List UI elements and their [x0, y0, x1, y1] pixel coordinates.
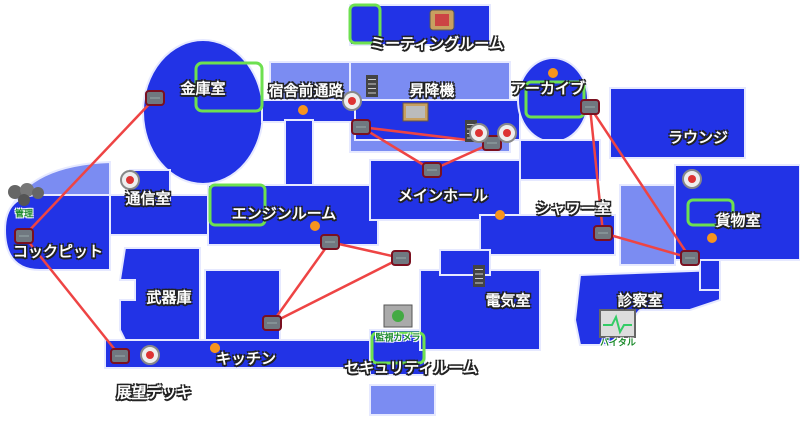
- showers-room: [479, 214, 616, 256]
- room-label-records: アーカイブ: [510, 79, 586, 98]
- armory-room: [118, 247, 201, 341]
- vent-icon[interactable]: [110, 348, 130, 364]
- vent-connection-line: [271, 256, 402, 325]
- security-lower-area: [369, 384, 436, 416]
- room-label-quarters: 宿舎前通路: [268, 81, 344, 100]
- vent-icon[interactable]: [422, 162, 442, 178]
- security-outline: [370, 331, 426, 365]
- room-label-elevator: 昇降機: [409, 81, 455, 100]
- room-label-cockpit: コックピット: [12, 242, 104, 261]
- vent-icon[interactable]: [580, 99, 600, 115]
- room-label-armory: 武器庫: [146, 288, 192, 307]
- task-dot: [548, 68, 558, 78]
- vent-connection-line: [588, 106, 605, 234]
- quarters-corridor: [284, 119, 314, 186]
- vent-connection-line: [329, 240, 402, 260]
- vent-connection-line: [431, 141, 493, 172]
- vent-connection-line: [602, 231, 691, 260]
- ladder-icon[interactable]: [473, 265, 485, 287]
- vent-icon[interactable]: [262, 315, 282, 331]
- task-dot: [310, 221, 320, 231]
- vent-connection-line: [23, 97, 156, 237]
- camera-console-icon[interactable]: [383, 304, 413, 328]
- task-dot: [210, 343, 220, 353]
- main-hall: [369, 159, 521, 221]
- room-label-viewing-deck: 展望デッキ: [116, 383, 192, 402]
- reactor-sabotage-icon[interactable]: [469, 123, 489, 143]
- meeting-outline: [348, 3, 382, 45]
- vent-icon[interactable]: [391, 250, 411, 266]
- admin-console-icon[interactable]: [8, 183, 44, 206]
- vent-icon[interactable]: [351, 119, 371, 135]
- room-label-medical: 診察室: [617, 291, 663, 310]
- quarters-upper-area: [269, 61, 351, 103]
- vault-outline: [194, 61, 264, 113]
- room-label-vault: 金庫室: [180, 79, 226, 98]
- vent-icon[interactable]: [680, 250, 700, 266]
- medical-corridor: [699, 259, 721, 291]
- task-dot: [707, 233, 717, 243]
- room-label-kitchen: キッチン: [215, 349, 277, 368]
- vent-connection-line: [270, 241, 332, 324]
- room-label-cargo: 貨物室: [715, 211, 761, 230]
- room-label-meeting: ミーティングルーム: [370, 34, 504, 53]
- cockpit-room: [3, 194, 111, 271]
- task-dot: [298, 105, 308, 115]
- meeting-button-icon[interactable]: [429, 9, 455, 31]
- reactor-sabotage-icon[interactable]: [342, 91, 362, 111]
- vent-icon[interactable]: [14, 228, 34, 244]
- room-label-lounge: ラウンジ: [667, 128, 729, 147]
- meeting-room: [349, 4, 491, 46]
- vent-icon[interactable]: [320, 234, 340, 250]
- room-label-comms: 通信室: [125, 189, 171, 208]
- room-label-security: セキュリティルーム: [344, 358, 478, 377]
- records-corridor: [519, 139, 601, 181]
- vent-icon[interactable]: [482, 135, 502, 151]
- vitals-console-label: バイタル: [600, 338, 636, 349]
- lounge-room: [609, 87, 746, 159]
- vitals-monitor-icon[interactable]: [599, 309, 636, 338]
- cargo-outline: [686, 198, 735, 227]
- vent-icon[interactable]: [593, 225, 613, 241]
- vent-connection-line: [360, 125, 433, 172]
- task-dot: [495, 210, 505, 220]
- room-label-electrical: 電気室: [485, 291, 531, 310]
- electric-sabotage-icon[interactable]: [682, 169, 702, 189]
- vent-icon[interactable]: [145, 90, 165, 106]
- elevator-floor: [354, 99, 521, 141]
- engine-outline: [208, 183, 267, 227]
- admin-console-label: 管理: [14, 209, 34, 220]
- elevator-panel-icon: [402, 102, 429, 122]
- cameras-console-label: 監視カメラ: [375, 333, 421, 344]
- room-label-engine: エンジンルーム: [231, 204, 337, 223]
- room-label-main-hall: メインホール: [397, 186, 489, 205]
- vent-connection-line: [23, 235, 121, 357]
- electric-sabotage-icon[interactable]: [497, 123, 517, 143]
- security-room: [369, 329, 426, 376]
- ladder-icon[interactable]: [366, 75, 378, 97]
- room-label-showers: シャワー室: [535, 199, 611, 218]
- comms-sabotage-icon[interactable]: [120, 170, 140, 190]
- electric-sabotage-icon[interactable]: [140, 345, 160, 365]
- vent-connection-line: [588, 106, 692, 259]
